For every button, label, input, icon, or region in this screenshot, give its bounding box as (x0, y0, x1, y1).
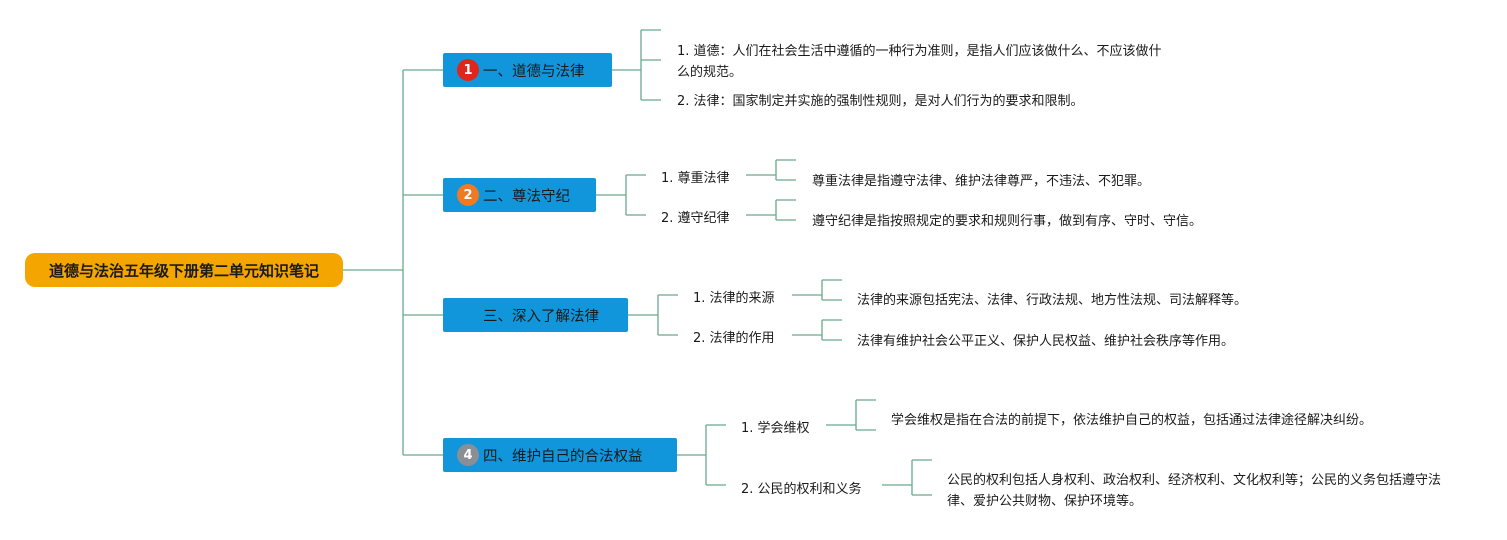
root-title: 道德与法治五年级下册第二单元知识笔记 (48, 261, 319, 280)
subtopic-respect-law[interactable]: 1. 尊重法律 (661, 171, 730, 186)
leaf-respect-law-detail: 尊重法律是指遵守法律、维护法律尊严，不违法、不犯罪。 (812, 174, 1151, 189)
number-badge-1: 1 (457, 59, 479, 81)
subtopic-law-source[interactable]: 1. 法律的来源 (693, 291, 775, 306)
section-title: 一、道德与法律 (483, 63, 585, 80)
leaf-law-definition: 2. 法律：国家制定并实施的强制性规则，是对人们行为的要求和限制。 (677, 94, 1084, 109)
leaf-law-function-detail: 法律有维护社会公平正义、保护人民权益、维护社会秩序等作用。 (857, 334, 1235, 349)
section-respect-law[interactable]: 2 二、尊法守纪 (443, 178, 596, 212)
section-morality-and-law[interactable]: 1 一、道德与法律 (443, 53, 612, 87)
leaf-law-source-detail: 法律的来源包括宪法、法律、行政法规、地方性法规、司法解释等。 (857, 293, 1248, 308)
subtopic-citizen-rights-duties[interactable]: 2. 公民的权利和义务 (741, 482, 862, 497)
section-understand-law[interactable]: 3 三、深入了解法律 (443, 298, 628, 332)
section-title: 三、深入了解法律 (483, 308, 599, 325)
number-badge-3: 3 (457, 304, 479, 326)
subtopic-obey-discipline[interactable]: 2. 遵守纪律 (661, 211, 730, 226)
leaf-morality-definition: 1. 道德：人们在社会生活中遵循的一种行为准则，是指人们应该做什么、不应该做什么… (677, 44, 1162, 80)
root-topic[interactable]: 道德与法治五年级下册第二单元知识笔记 (25, 253, 343, 287)
subtopic-learn-rights-protection[interactable]: 1. 学会维权 (741, 421, 810, 436)
leaf-obey-discipline-detail: 遵守纪律是指按照规定的要求和规则行事，做到有序、守时、守信。 (812, 214, 1203, 229)
number-badge-2: 2 (457, 184, 479, 206)
leaf-rights-protection-detail: 学会维权是指在合法的前提下，依法维护自己的权益，包括通过法律途径解决纠纷。 (891, 413, 1373, 428)
subtopic-law-function[interactable]: 2. 法律的作用 (693, 331, 775, 346)
section-title: 四、维护自己的合法权益 (483, 448, 643, 465)
section-title: 二、尊法守纪 (483, 188, 570, 205)
number-badge-4: 4 (457, 444, 479, 466)
leaf-citizen-rights-duties-detail: 公民的权利包括人身权利、政治权利、经济权利、文化权利等；公民的义务包括遵守法律、… (947, 473, 1442, 509)
section-protect-rights[interactable]: 4 四、维护自己的合法权益 (443, 438, 677, 472)
